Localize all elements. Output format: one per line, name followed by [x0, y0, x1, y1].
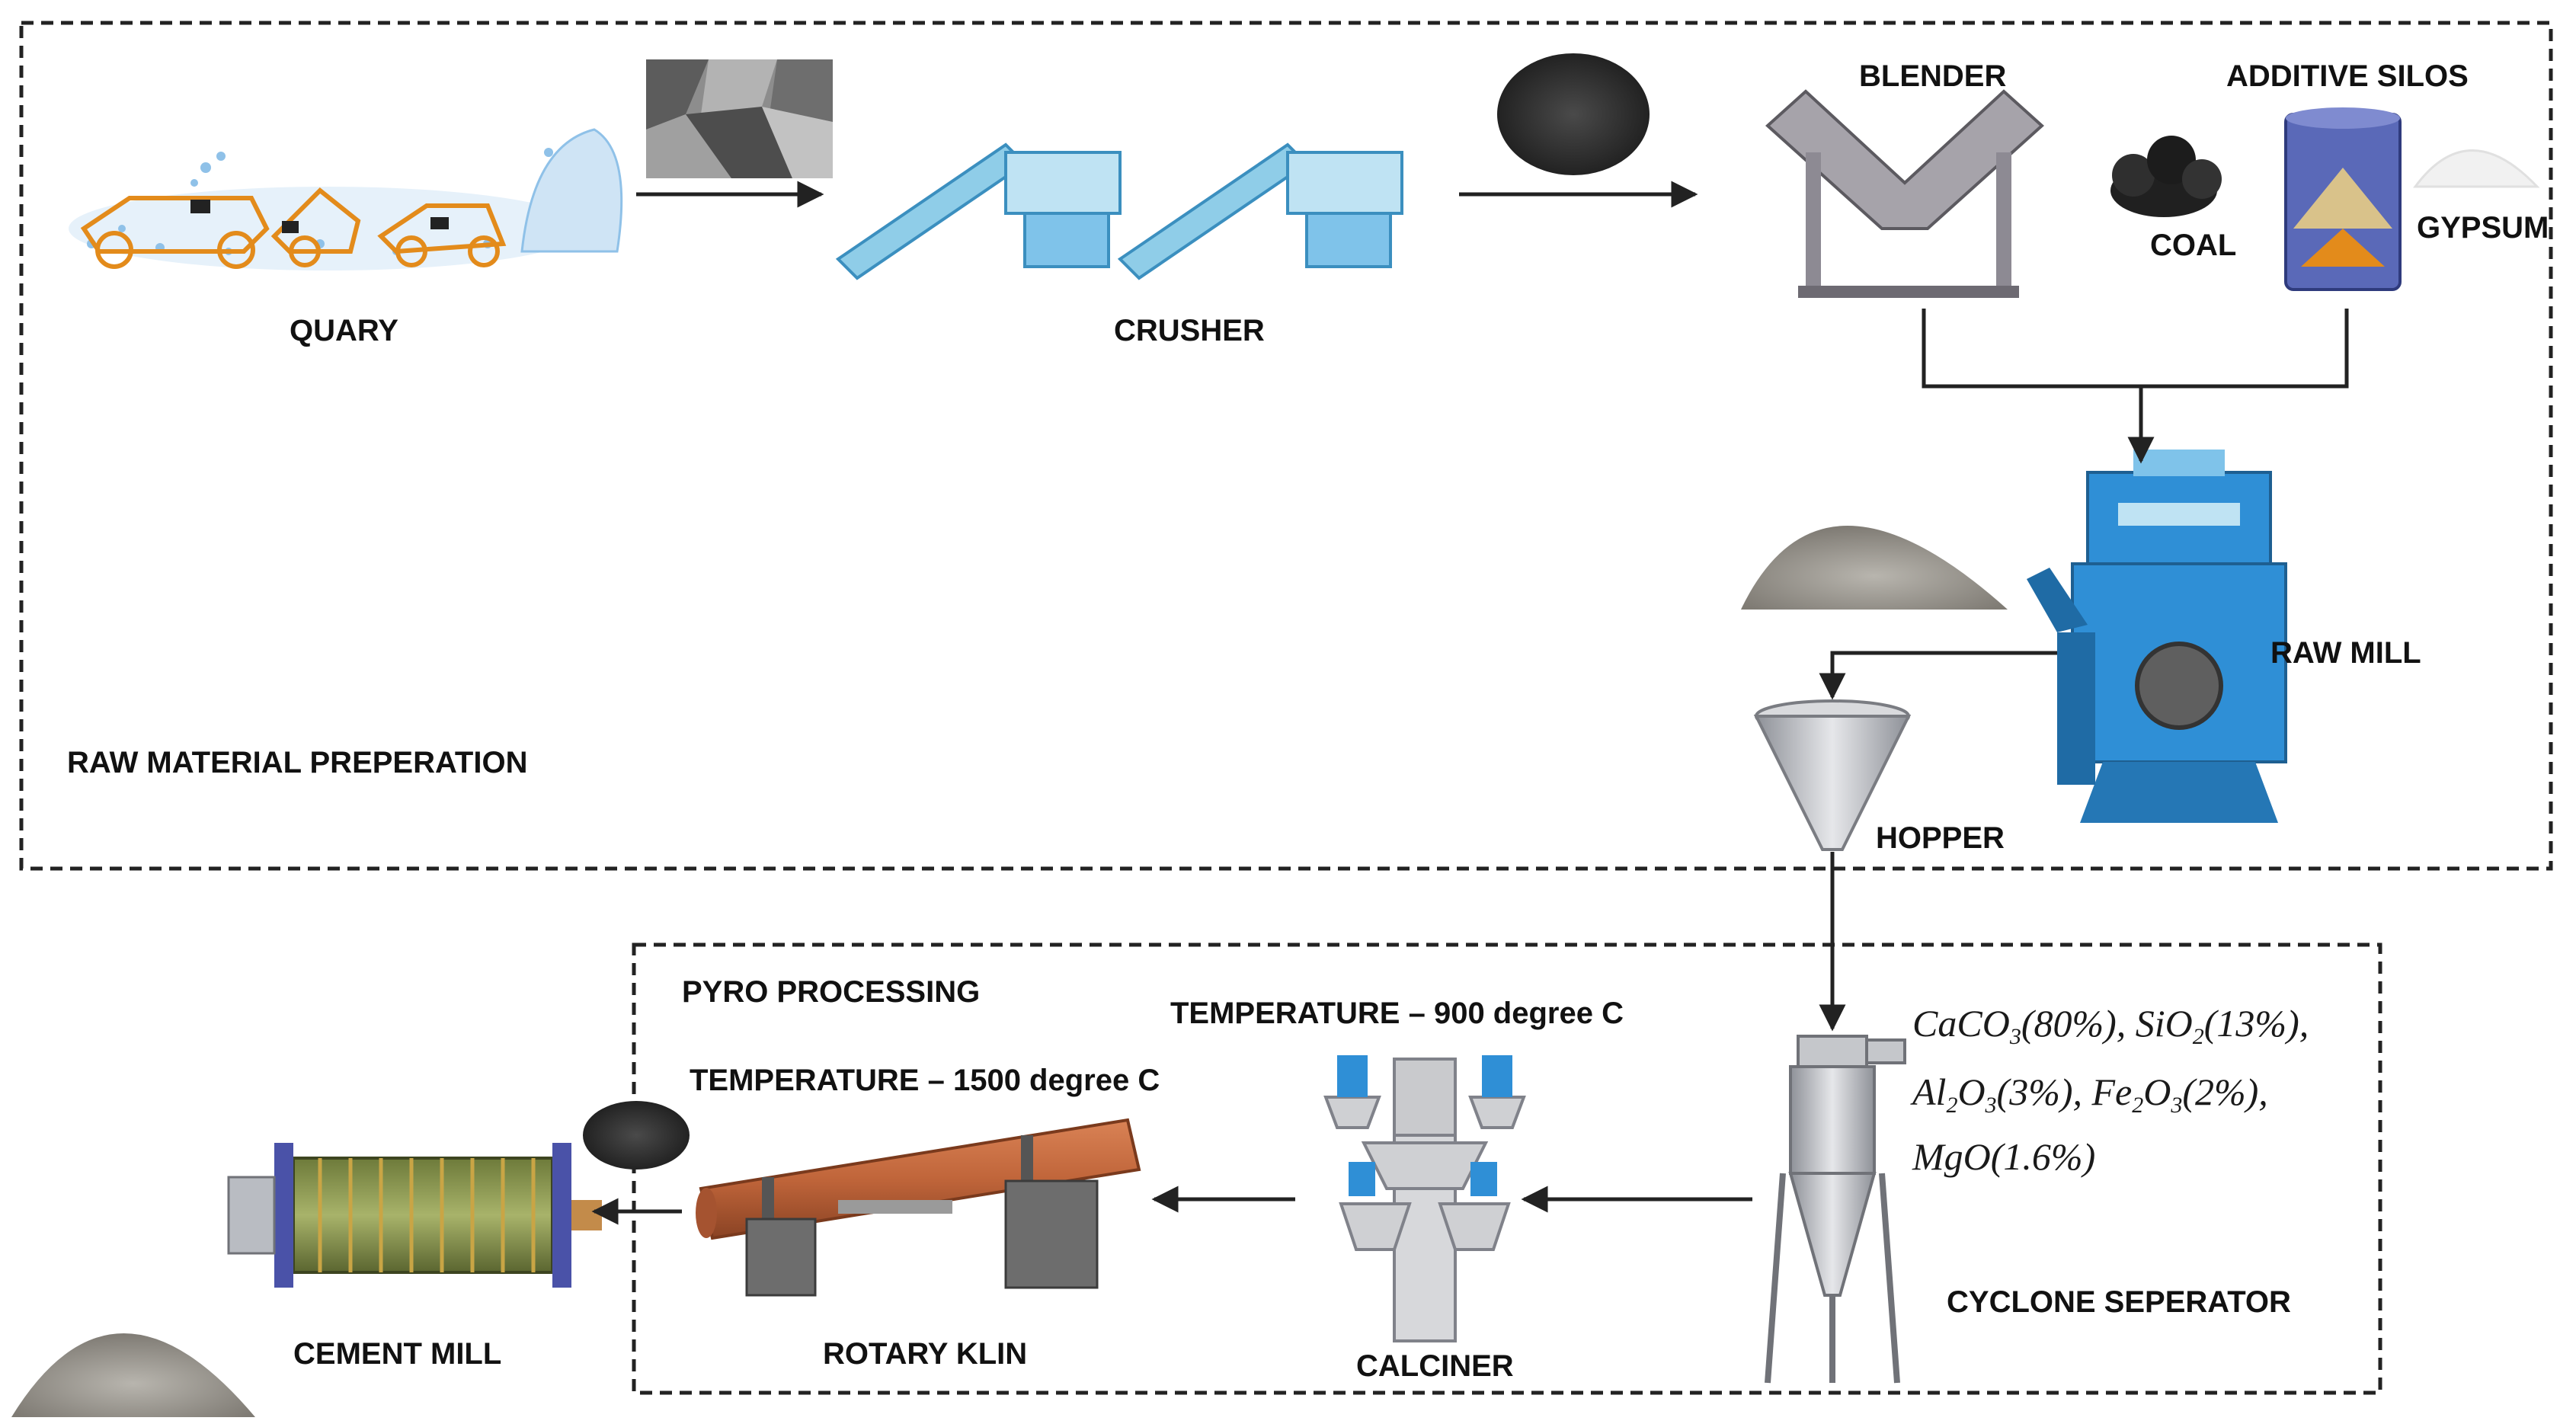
- line-blender-to-raw-mill: [1922, 309, 2141, 389]
- ground-material-image: [1497, 53, 1650, 175]
- blender-illustration: [1765, 89, 2044, 298]
- cement-powder-image: [11, 1333, 255, 1417]
- calciner-illustration: [1323, 1055, 1526, 1342]
- rock-aggregate-image: [646, 59, 833, 178]
- rotary-kiln-illustration: [696, 1118, 1141, 1297]
- raw-meal-image: [1741, 526, 2008, 610]
- composition-line-3: MgO(1.6%): [1912, 1135, 2095, 1178]
- cement-mill-illustration: [227, 1143, 602, 1288]
- crusher-label: CRUSHER: [1114, 314, 1265, 347]
- pyro-processing-section-title: PYRO PROCESSING: [682, 975, 980, 1009]
- blender-label: BLENDER: [1859, 59, 2006, 93]
- hopper-label: HOPPER: [1876, 821, 2005, 855]
- arrow-raw-mill-to-hopper: [1819, 651, 2057, 700]
- raw-material-section-border: [19, 21, 2553, 871]
- composition-line-2: Al2O3(3%), Fe2O3(2%),: [1910, 1070, 2268, 1118]
- raw-mill-label: RAW MILL: [2270, 636, 2421, 670]
- cyclone-separator-illustration: [1765, 1035, 1906, 1384]
- coal-label: COAL: [2150, 229, 2236, 262]
- additive-silo-illustration: [2284, 107, 2402, 291]
- calciner-label: CALCINER: [1356, 1349, 1514, 1383]
- raw-mill-illustration: [2027, 450, 2287, 823]
- composition-line-1: CaCO3(80%), SiO2(13%),: [1912, 1002, 2309, 1049]
- crusher-illustration: [835, 142, 1403, 280]
- line-silo-to-raw-mill: [2141, 309, 2349, 389]
- gypsum-image: [2413, 149, 2540, 188]
- raw-material-section-title: RAW MATERIAL PREPERATION: [67, 746, 527, 779]
- quarry-label: QUARY: [290, 314, 398, 347]
- calciner-temperature-label: TEMPERATURE – 900 degree C: [1170, 997, 1624, 1030]
- kiln-temperature-label: TEMPERATURE – 1500 degree C: [690, 1064, 1160, 1097]
- coal-image: [2110, 136, 2222, 217]
- raw-meal-composition: CaCO3(80%), SiO2(13%), Al2O3(3%), Fe2O3(…: [1910, 1002, 2309, 1178]
- cyclone-separator-label: CYCLONE SEPERATOR: [1947, 1285, 2291, 1319]
- cement-mill-label: CEMENT MILL: [293, 1337, 501, 1371]
- additive-silos-label: ADDITIVE SILOS: [2226, 59, 2469, 93]
- clinker-image: [583, 1101, 690, 1170]
- rotary-kiln-label: ROTARY KLIN: [823, 1337, 1027, 1371]
- hopper-illustration: [1753, 699, 1912, 851]
- gypsum-label: GYPSUM: [2417, 211, 2549, 245]
- quarry-illustration: [69, 128, 623, 270]
